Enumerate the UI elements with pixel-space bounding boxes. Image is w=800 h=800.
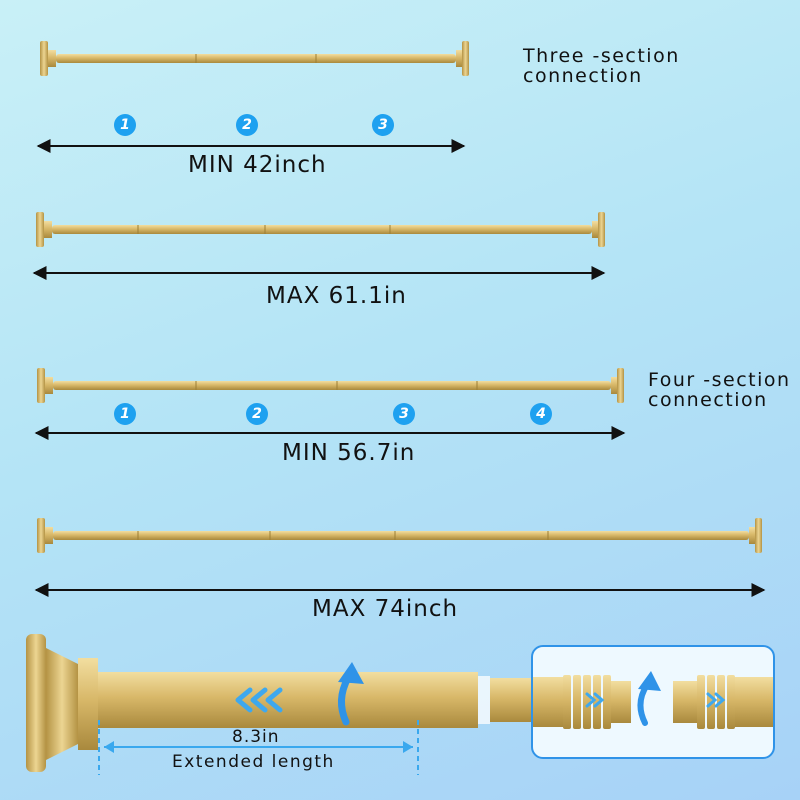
- note-line: connection: [523, 65, 643, 87]
- note-line: connection: [648, 389, 768, 411]
- section-badge-3: 3: [372, 114, 394, 136]
- rod-four-section-min: [37, 368, 624, 403]
- rotate-arrow-icon: [338, 662, 364, 726]
- extended-length-label: Extended length: [172, 752, 335, 772]
- section-badge-4: 4: [530, 403, 552, 425]
- retract-chevrons-icon: [235, 687, 283, 713]
- section-badge-1: 1: [114, 114, 136, 136]
- connector-illustration: [533, 671, 773, 729]
- extended-length-value: 8.3in: [232, 727, 280, 747]
- rod-three-section-max: [36, 212, 605, 247]
- note-line: Four -section: [648, 369, 791, 391]
- rod-end-closeup: [26, 634, 538, 772]
- section-badge-3: 3: [393, 403, 415, 425]
- section-badge-2: 2: [236, 114, 258, 136]
- extended-length-marker: [98, 720, 419, 775]
- note-line: Three -section: [523, 45, 680, 67]
- max-length-label: MAX 74inch: [312, 596, 459, 622]
- rod-four-section-max: [37, 518, 762, 553]
- section-badge-1: 1: [114, 403, 136, 425]
- section-badge-2: 2: [246, 403, 268, 425]
- four-section-note: Four -section connection: [648, 370, 791, 410]
- rod-three-section-min: [40, 41, 469, 76]
- min-length-label: MIN 56.7in: [282, 440, 416, 466]
- connector-detail-inset: [531, 645, 775, 759]
- min-length-label: MIN 42inch: [188, 152, 327, 178]
- max-length-label: MAX 61.1in: [266, 283, 407, 309]
- three-section-note: Three -section connection: [523, 46, 680, 86]
